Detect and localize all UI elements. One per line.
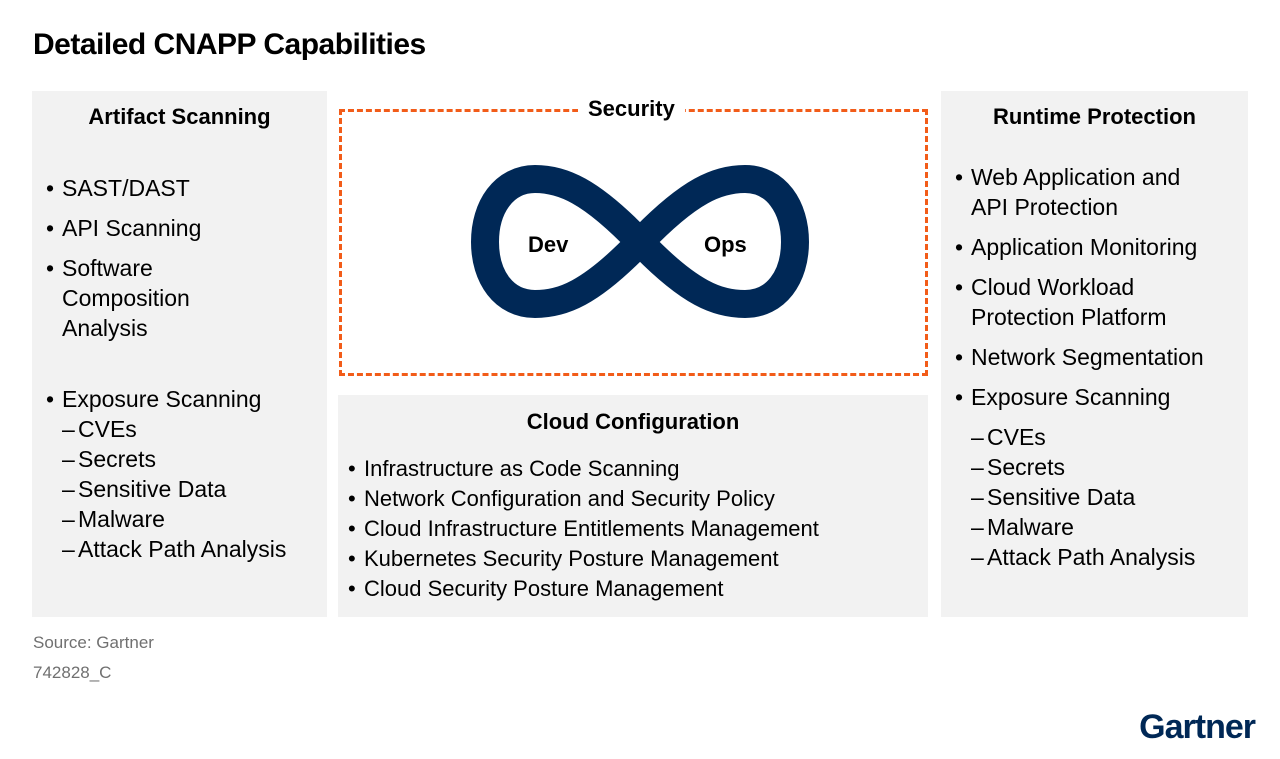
cloud-configuration-panel: Cloud Configuration Infrastructure as Co… [338,395,928,617]
source-note: Source: Gartner [33,633,154,652]
runtime-protection-panel: Runtime Protection Web Application and A… [941,91,1248,617]
sub-item: Malware [46,504,321,534]
sub-item: CVEs [955,422,1245,452]
sub-item: CVEs [46,414,321,444]
sub-item: Sensitive Data [46,474,321,504]
artifact-scanning-panel: Artifact Scanning SAST/DAST API Scanning… [32,91,327,617]
figure-id: 742828_C [33,663,112,682]
panel-title: Artifact Scanning [88,104,271,129]
ops-label: Ops [704,232,747,257]
page-title: Detailed CNAPP Capabilities [33,28,426,61]
list-item: Network Segmentation [955,342,1245,372]
list-item: Network Configuration and Security Polic… [348,484,819,514]
sub-item: Attack Path Analysis [46,534,321,564]
sub-item: Sensitive Data [955,482,1245,512]
list-item: Exposure Scanning [955,382,1245,412]
panel-title: Runtime Protection [993,104,1196,129]
list-item: Application Monitoring [955,232,1245,262]
sub-item: Secrets [955,452,1245,482]
security-label: Security [578,96,685,122]
list-item: API Scanning [46,213,321,243]
list-item: Cloud Security Posture Management [348,574,819,604]
sub-item: Attack Path Analysis [955,542,1245,572]
sub-item: Secrets [46,444,321,474]
list-item: Web Application and API Protection [955,162,1215,222]
list-item: Exposure Scanning [46,384,321,414]
list-item: Cloud Infrastructure Entitlements Manage… [348,514,819,544]
panel-title: Cloud Configuration [526,409,740,434]
list-item: SAST/DAST [46,173,321,203]
list-item: Kubernetes Security Posture Management [348,544,819,574]
list-item: Infrastructure as Code Scanning [348,454,819,484]
list-item: Cloud Workload Protection Platform [955,272,1195,332]
sub-item: Malware [955,512,1245,542]
list-item: Software Composition Analysis [46,253,246,343]
gartner-logo: Gartner [1139,708,1256,746]
dev-label: Dev [528,232,569,257]
